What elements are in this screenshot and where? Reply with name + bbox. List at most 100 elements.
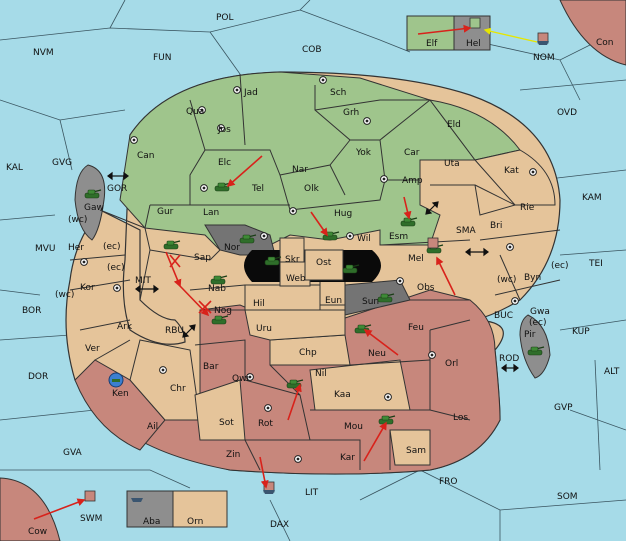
label-qua: Qua xyxy=(186,107,204,117)
double-arrow-icon xyxy=(135,284,159,294)
label-sap: Sap xyxy=(194,253,211,263)
region-ost[interactable] xyxy=(304,249,344,281)
label-zin: Zin xyxy=(226,450,240,460)
order-arrows xyxy=(33,24,538,520)
label-con: Con xyxy=(596,38,614,48)
label-kat: Kat xyxy=(504,166,519,176)
label-eld: Eld xyxy=(447,120,461,130)
label-chp: Chp xyxy=(299,348,317,358)
label-byn: Byn xyxy=(524,273,541,283)
label-gur: Gur xyxy=(157,207,174,217)
supply-center-icon xyxy=(200,184,208,192)
region-kat[interactable] xyxy=(474,149,556,206)
cross-icon xyxy=(198,300,212,314)
supply-center-icon xyxy=(319,76,327,84)
dislodged-markers xyxy=(169,254,212,314)
label-web: Web xyxy=(286,274,306,284)
label-amp: Amp xyxy=(402,176,423,186)
region-sam[interactable] xyxy=(389,429,431,466)
ship-icon[interactable] xyxy=(427,237,439,249)
supply-center-icon xyxy=(289,207,297,215)
supply-center-icon xyxy=(346,232,354,240)
label-rot: Rot xyxy=(258,419,273,429)
label-jos: Jos xyxy=(217,125,231,135)
label-pol: POL xyxy=(216,13,234,23)
label-jad: Jad xyxy=(243,88,258,98)
label-bor: BOR xyxy=(22,306,41,316)
supply-center-icon xyxy=(529,168,537,176)
supply-center-icon xyxy=(264,404,272,412)
label-car: Car xyxy=(404,148,420,158)
label-uta: Uta xyxy=(444,159,460,169)
supply-center-icon xyxy=(506,243,514,251)
supply-center-icon xyxy=(511,297,519,305)
label-los: Los xyxy=(453,413,468,423)
label-nog: Nog xyxy=(214,306,232,316)
label-rbu: RBU xyxy=(165,326,184,336)
label-mou: Mou xyxy=(344,422,363,432)
ship-icon[interactable] xyxy=(131,498,143,502)
label-fun: FUN xyxy=(153,53,172,63)
supply-center-icon xyxy=(80,258,88,266)
label-kaa: Kaa xyxy=(334,390,351,400)
label-ovd: OVD xyxy=(557,108,577,118)
region-pir[interactable] xyxy=(519,314,551,379)
cross-icon xyxy=(169,254,181,268)
region-orn[interactable] xyxy=(172,490,228,528)
region-chr[interactable] xyxy=(129,339,201,421)
supply-center-icon xyxy=(113,284,121,292)
supply-center-icon xyxy=(233,86,241,94)
ship-icon[interactable] xyxy=(469,17,481,29)
label-gor: GOR xyxy=(107,184,127,194)
region-uru[interactable] xyxy=(244,309,346,341)
ship-icon[interactable] xyxy=(84,490,96,502)
supply-center-icon xyxy=(428,351,436,359)
region-skr[interactable] xyxy=(279,237,305,263)
supply-center-icon xyxy=(396,277,404,285)
label-grh: Grh xyxy=(343,108,359,118)
label-hil: Hil xyxy=(253,299,265,309)
label-neu: Neu xyxy=(368,349,386,359)
region-gaw[interactable] xyxy=(74,164,106,241)
label-gwa-ec: (ec) xyxy=(529,318,547,328)
label-gwa: Gwa xyxy=(530,307,550,317)
label-nom: NOM xyxy=(533,53,555,63)
label-tei: TEI xyxy=(588,259,603,269)
supply-center-icon xyxy=(380,175,388,183)
label-qwi: Qwi xyxy=(232,374,249,384)
label-bri: Bri xyxy=(490,221,502,231)
label-nvm: NVM xyxy=(33,48,54,58)
ship-icon[interactable] xyxy=(537,32,549,45)
label-elc: Elc xyxy=(218,158,231,168)
label-mit: MIT xyxy=(135,276,151,286)
label-uru: Uru xyxy=(256,324,272,334)
label-lan: Lan xyxy=(203,208,219,218)
region-aba[interactable] xyxy=(126,490,174,528)
label-esm: Esm xyxy=(389,232,408,242)
label-hug: Hug xyxy=(334,209,352,219)
region-labels: POL NVM FUN COB NOM Con Elf Hel OVD KAM … xyxy=(6,13,620,537)
supply-center-icon xyxy=(260,232,268,240)
label-olk: Olk xyxy=(304,184,320,194)
label-yok: Yok xyxy=(355,148,372,158)
label-swm: SWM xyxy=(80,514,102,524)
label-dor: DOR xyxy=(28,372,48,382)
label-byn-ec: (ec) xyxy=(551,261,569,271)
label-can: Can xyxy=(137,151,155,161)
supply-center-icon xyxy=(130,136,138,144)
label-kar: Kar xyxy=(340,453,355,463)
region-borders xyxy=(69,73,561,471)
supply-center-icon xyxy=(384,393,392,401)
label-fro: FRO xyxy=(439,477,458,487)
ken-marker-icon[interactable] xyxy=(108,372,124,388)
supply-center-icon xyxy=(294,455,302,463)
label-hel: Hel xyxy=(466,39,481,49)
label-feu: Feu xyxy=(408,323,424,333)
label-nar: Nar xyxy=(292,165,308,175)
label-eun: Eun xyxy=(325,296,342,306)
label-sot: Sot xyxy=(219,418,234,428)
label-rod: ROD xyxy=(499,354,519,364)
label-her-ec: (ec) xyxy=(103,242,121,252)
label-byn-wc: (wc) xyxy=(497,275,516,285)
